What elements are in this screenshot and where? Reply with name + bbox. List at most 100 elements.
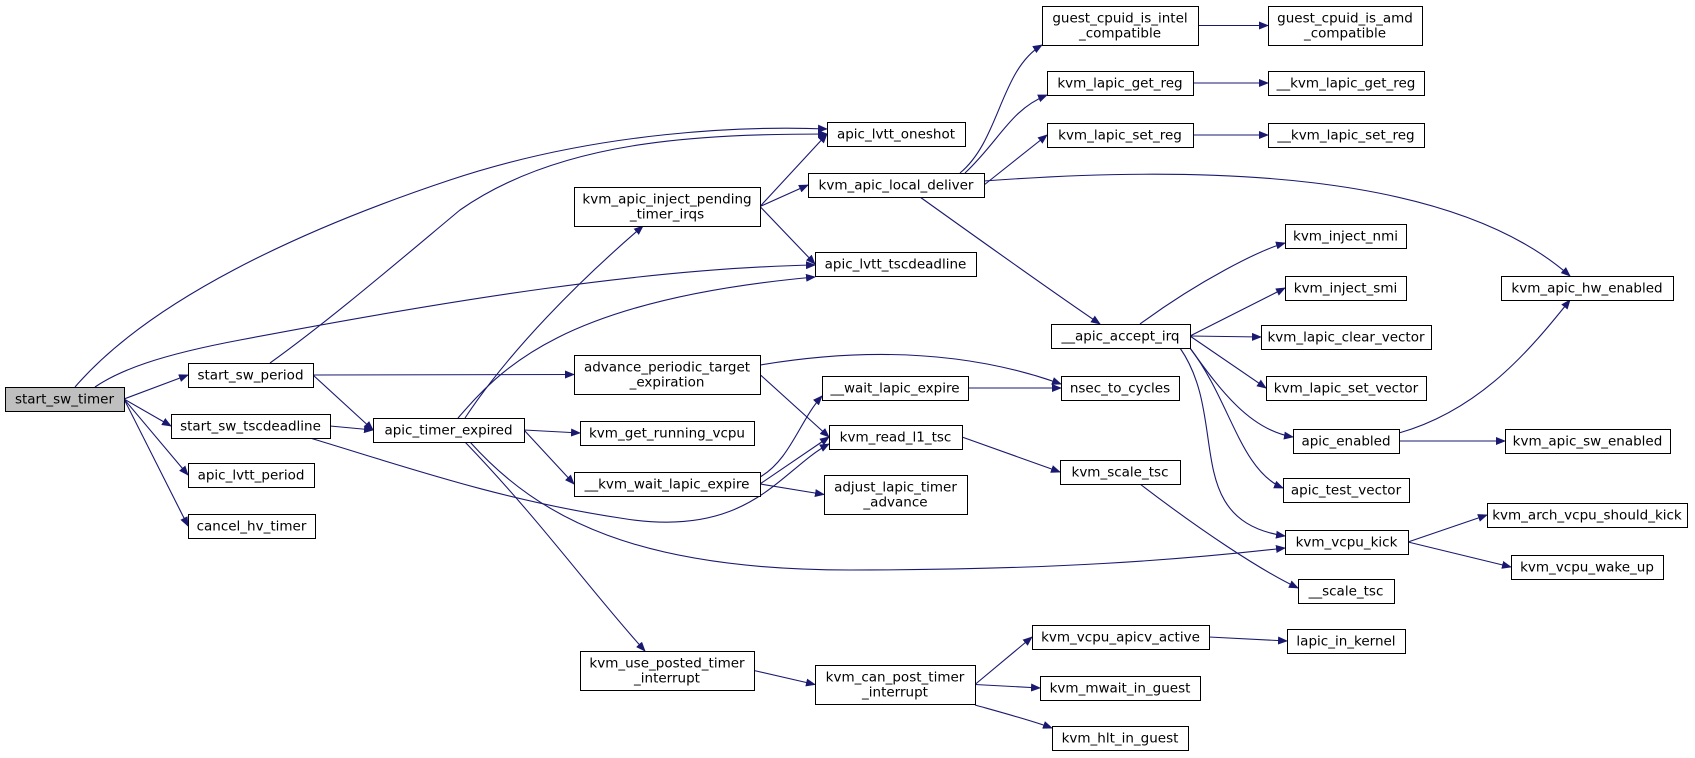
node-box bbox=[1285, 224, 1407, 249]
edge-kvm_can_post_timer_interrupt-to-kvm_hlt_in_guest bbox=[974, 704, 1053, 729]
edge-__apic_accept_irq-to-kvm_lapic_set_vector bbox=[1189, 335, 1267, 389]
node-label: kvm_vcpu_wake_up bbox=[1520, 560, 1654, 576]
edge-start_sw_period-to-advance_periodic_target_expiration bbox=[312, 370, 575, 379]
node-__scale_tsc[interactable]: __scale_tsc bbox=[1298, 579, 1395, 604]
node-label: kvm_apic_hw_enabled bbox=[1511, 281, 1662, 297]
node-kvm_lapic_get_reg[interactable]: kvm_lapic_get_reg bbox=[1047, 71, 1194, 96]
node-apic_timer_expired[interactable]: apic_timer_expired bbox=[373, 418, 525, 443]
node-box bbox=[824, 475, 968, 515]
node-kvm_apic_hw_enabled[interactable]: kvm_apic_hw_enabled bbox=[1501, 276, 1674, 301]
node-guest_cpuid_is_intel_compatible[interactable]: guest_cpuid_is_intel_compatible bbox=[1042, 6, 1199, 46]
node-box bbox=[1052, 726, 1189, 751]
node-box bbox=[1283, 478, 1410, 503]
node-kvm_get_running_vcpu[interactable]: kvm_get_running_vcpu bbox=[580, 421, 755, 446]
node-box bbox=[5, 387, 125, 412]
node-label: cancel_hv_timer bbox=[197, 519, 307, 535]
node-box bbox=[822, 376, 969, 401]
edge-kvm_vcpu_apicv_active-to-lapic_in_kernel bbox=[1208, 636, 1288, 645]
node-label: __wait_lapic_expire bbox=[829, 381, 959, 397]
node-kvm_vcpu_wake_up[interactable]: kvm_vcpu_wake_up bbox=[1511, 555, 1664, 580]
edge-apic_timer_expired-to-kvm_vcpu_kick bbox=[469, 441, 1286, 571]
node-label: kvm_apic_inject_pending bbox=[582, 192, 751, 208]
node-nsec_to_cycles[interactable]: nsec_to_cycles bbox=[1061, 376, 1180, 401]
node-label: apic_timer_expired bbox=[384, 423, 512, 439]
node-start_sw_tscdeadline[interactable]: start_sw_tscdeadline bbox=[171, 414, 331, 439]
node-box bbox=[1285, 276, 1407, 301]
node-__apic_accept_irq[interactable]: __apic_accept_irq bbox=[1051, 324, 1191, 349]
node-kvm_apic_inject_pending_timer_irqs[interactable]: kvm_apic_inject_pending_timer_irqs bbox=[574, 187, 761, 227]
node-advance_periodic_target_expiration[interactable]: advance_periodic_target_expiration bbox=[574, 355, 761, 395]
edge-kvm_vcpu_kick-to-kvm_vcpu_wake_up bbox=[1407, 541, 1512, 569]
node-box bbox=[827, 122, 966, 147]
node-kvm_lapic_set_reg[interactable]: kvm_lapic_set_reg bbox=[1047, 123, 1194, 148]
edge-__apic_accept_irq-to-kvm_inject_nmi bbox=[1139, 241, 1286, 325]
node-box bbox=[1268, 6, 1423, 46]
node-box bbox=[1505, 429, 1671, 454]
node-box bbox=[373, 418, 525, 443]
node-box bbox=[1060, 460, 1181, 485]
node-cancel_hv_timer[interactable]: cancel_hv_timer bbox=[188, 514, 316, 539]
node-label: adjust_lapic_timer bbox=[834, 480, 957, 496]
edge-kvm_can_post_timer_interrupt-to-kvm_mwait_in_guest bbox=[974, 683, 1041, 692]
node-box bbox=[1268, 123, 1425, 148]
edge-start_sw_period-to-apic_timer_expired bbox=[312, 374, 374, 431]
node-kvm_lapic_set_vector[interactable]: kvm_lapic_set_vector bbox=[1266, 376, 1427, 401]
node-kvm_mwait_in_guest[interactable]: kvm_mwait_in_guest bbox=[1040, 676, 1201, 701]
node-box bbox=[1047, 123, 1194, 148]
edge-__apic_accept_irq-to-kvm_inject_smi bbox=[1189, 287, 1286, 337]
node-kvm_inject_smi[interactable]: kvm_inject_smi bbox=[1285, 276, 1407, 301]
node-box bbox=[1501, 276, 1674, 301]
edge-start_sw_period-to-apic_lvtt_oneshot bbox=[269, 130, 828, 364]
node-apic_test_vector[interactable]: apic_test_vector bbox=[1283, 478, 1410, 503]
node-label: kvm_vcpu_kick bbox=[1296, 535, 1398, 551]
node-label: kvm_read_l1_tsc bbox=[840, 430, 952, 446]
node-label: kvm_hlt_in_guest bbox=[1062, 731, 1179, 747]
node-kvm_hlt_in_guest[interactable]: kvm_hlt_in_guest bbox=[1052, 726, 1189, 751]
node-kvm_apic_local_deliver[interactable]: kvm_apic_local_deliver bbox=[808, 173, 985, 198]
edge-kvm_apic_local_deliver-to-kvm_lapic_get_reg bbox=[964, 94, 1048, 174]
node-kvm_apic_sw_enabled[interactable]: kvm_apic_sw_enabled bbox=[1505, 429, 1671, 454]
node-label: __kvm_lapic_get_reg bbox=[1276, 76, 1416, 92]
edge-advance_periodic_target_expiration-to-nsec_to_cycles bbox=[759, 354, 1062, 385]
node-label: start_sw_tscdeadline bbox=[180, 419, 321, 435]
node-label: kvm_use_posted_timer bbox=[589, 656, 745, 672]
node-kvm_lapic_clear_vector[interactable]: kvm_lapic_clear_vector bbox=[1261, 325, 1432, 350]
edge-start_sw_tscdeadline-to-kvm_read_l1_tsc bbox=[309, 437, 830, 523]
edge-kvm_vcpu_kick-to-kvm_arch_vcpu_should_kick bbox=[1407, 514, 1488, 543]
node-adjust_lapic_timer_advance[interactable]: adjust_lapic_timer_advance bbox=[824, 475, 968, 515]
node-start_sw_period[interactable]: start_sw_period bbox=[188, 363, 314, 388]
node-box bbox=[171, 414, 331, 439]
node-kvm_use_posted_timer_interrupt[interactable]: kvm_use_posted_timer_interrupt bbox=[580, 651, 755, 691]
node-lapic_in_kernel[interactable]: lapic_in_kernel bbox=[1287, 629, 1406, 654]
node-label: apic_lvtt_period bbox=[198, 468, 305, 484]
node-start_sw_timer[interactable]: start_sw_timer bbox=[5, 387, 125, 412]
node-__kvm_lapic_get_reg[interactable]: __kvm_lapic_get_reg bbox=[1268, 71, 1425, 96]
node-kvm_inject_nmi[interactable]: kvm_inject_nmi bbox=[1285, 224, 1407, 249]
node-kvm_scale_tsc[interactable]: kvm_scale_tsc bbox=[1060, 460, 1181, 485]
node-box bbox=[1511, 555, 1664, 580]
edge-__kvm_wait_lapic_expire-to-adjust_lapic_timer_advance bbox=[759, 483, 825, 497]
node-apic_lvtt_period[interactable]: apic_lvtt_period bbox=[188, 463, 315, 488]
node-kvm_vcpu_kick[interactable]: kvm_vcpu_kick bbox=[1285, 530, 1409, 555]
node-kvm_can_post_timer_interrupt[interactable]: kvm_can_post_timer_interrupt bbox=[815, 665, 976, 705]
node-box bbox=[1285, 530, 1409, 555]
node-kvm_read_l1_tsc[interactable]: kvm_read_l1_tsc bbox=[829, 425, 963, 450]
node-apic_enabled[interactable]: apic_enabled bbox=[1293, 429, 1400, 454]
node-apic_lvtt_tscdeadline[interactable]: apic_lvtt_tscdeadline bbox=[815, 252, 977, 277]
node-__kvm_wait_lapic_expire[interactable]: __kvm_wait_lapic_expire bbox=[574, 472, 761, 497]
node-label: _compatible bbox=[1078, 26, 1161, 42]
edge-__apic_accept_irq-to-kvm_vcpu_kick bbox=[1179, 347, 1286, 539]
node-box bbox=[580, 421, 755, 446]
node-box bbox=[580, 651, 755, 691]
node-__wait_lapic_expire[interactable]: __wait_lapic_expire bbox=[822, 376, 969, 401]
node-apic_lvtt_oneshot[interactable]: apic_lvtt_oneshot bbox=[827, 122, 966, 147]
node-box bbox=[1042, 6, 1199, 46]
node-guest_cpuid_is_amd_compatible[interactable]: guest_cpuid_is_amd_compatible bbox=[1268, 6, 1423, 46]
node-box bbox=[188, 514, 316, 539]
node-kvm_vcpu_apicv_active[interactable]: kvm_vcpu_apicv_active bbox=[1032, 625, 1210, 650]
node-label: apic_lvtt_oneshot bbox=[837, 127, 955, 143]
node-__kvm_lapic_set_reg[interactable]: __kvm_lapic_set_reg bbox=[1268, 123, 1425, 148]
node-kvm_arch_vcpu_should_kick[interactable]: kvm_arch_vcpu_should_kick bbox=[1487, 503, 1688, 528]
node-label: apic_enabled bbox=[1301, 434, 1390, 450]
